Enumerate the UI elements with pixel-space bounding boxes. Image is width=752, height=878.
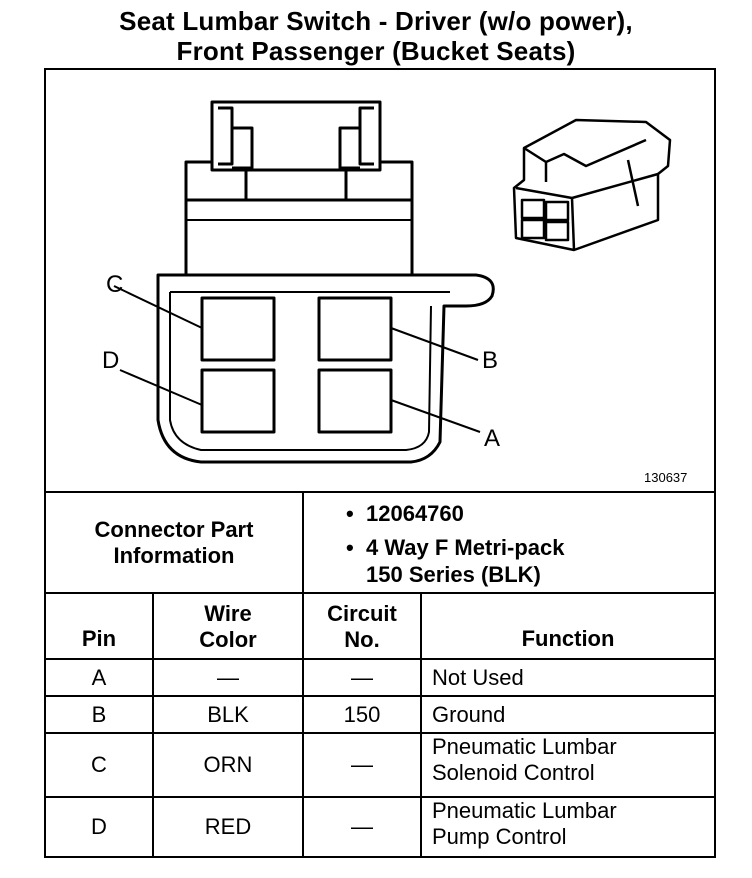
- connector-face-view: [156, 100, 495, 464]
- row-d-function-line-2: Pump Control: [432, 824, 567, 849]
- col-header-wire-color-line-1: Wire: [204, 601, 252, 626]
- part-number: 12064760: [342, 500, 564, 527]
- pin-label-b: B: [482, 347, 498, 374]
- pin-label-d: D: [102, 347, 119, 374]
- row-c-function-line-1: Pneumatic Lumbar: [432, 734, 617, 759]
- row-a-wire-color: —: [217, 664, 239, 690]
- pin-label-a: A: [484, 425, 500, 452]
- figure-code: 130637: [644, 470, 688, 485]
- row-a-function: Not Used: [432, 664, 524, 690]
- row-d-function: Pneumatic Lumbar Pump Control: [432, 798, 712, 856]
- row-b-pin: B: [91, 701, 107, 727]
- row-c-wire-color: ORN: [203, 752, 253, 777]
- page-title-line-1: Seat Lumbar Switch - Driver (w/o power),: [119, 6, 633, 36]
- row-c-pin: C: [91, 752, 107, 777]
- table-rule-header: [46, 658, 714, 660]
- col-header-circuit-line-1: Circuit: [327, 601, 397, 626]
- col-divider-2: [302, 592, 304, 858]
- connector-info-header: Connector Part Information: [46, 493, 302, 592]
- row-d-pin: D: [91, 814, 107, 839]
- col-divider-3: [420, 592, 422, 858]
- col-header-wire-color: Wire Color: [154, 596, 302, 658]
- connector-info-header-line-1: Connector Part: [94, 516, 254, 542]
- col-header-function: Function: [521, 626, 615, 651]
- row-d-function-line-1: Pneumatic Lumbar: [432, 798, 617, 823]
- row-a-pin: A: [91, 664, 107, 690]
- pin-label-c: C: [106, 271, 123, 298]
- table-rule-row-c: [46, 796, 714, 798]
- row-b-wire-color: BLK: [207, 701, 249, 727]
- table-rule-row-b: [46, 732, 714, 734]
- row-c-function-line-2: Solenoid Control: [432, 760, 595, 785]
- col-header-pin: Pin: [81, 626, 117, 651]
- table-rule-info: [46, 592, 714, 594]
- connector-drawing: C D B A: [102, 100, 672, 464]
- connector-info-header-line-2: Information: [113, 542, 235, 568]
- row-d-circuit: —: [351, 814, 373, 839]
- row-d-wire-color: RED: [204, 814, 252, 839]
- connector-description-line-2: 150 Series (BLK): [366, 562, 541, 587]
- col-divider-1: [152, 592, 154, 858]
- row-a-circuit: —: [351, 664, 373, 690]
- connector-isometric-view: [512, 118, 672, 252]
- col-header-circuit-no: Circuit No.: [304, 596, 420, 658]
- connector-description-line-1: 4 Way F Metri-pack: [342, 534, 564, 561]
- row-c-function: Pneumatic Lumbar Solenoid Control: [432, 734, 712, 796]
- row-b-circuit: 150: [343, 701, 381, 727]
- info-divider: [302, 491, 304, 594]
- table-rule-top: [46, 491, 714, 493]
- col-header-circuit-line-2: No.: [344, 627, 380, 652]
- page-title-line-2: Front Passenger (Bucket Seats): [176, 36, 576, 66]
- row-c-circuit: —: [351, 752, 373, 777]
- connector-info-list: 12064760 4 Way F Metri-pack 150 Series (…: [342, 500, 564, 588]
- connector-frame: [44, 68, 716, 858]
- col-header-wire-color-line-2: Color: [199, 627, 257, 652]
- row-b-function: Ground: [432, 701, 506, 727]
- table-rule-row-a: [46, 695, 714, 697]
- pin-leader-lines: [113, 285, 481, 433]
